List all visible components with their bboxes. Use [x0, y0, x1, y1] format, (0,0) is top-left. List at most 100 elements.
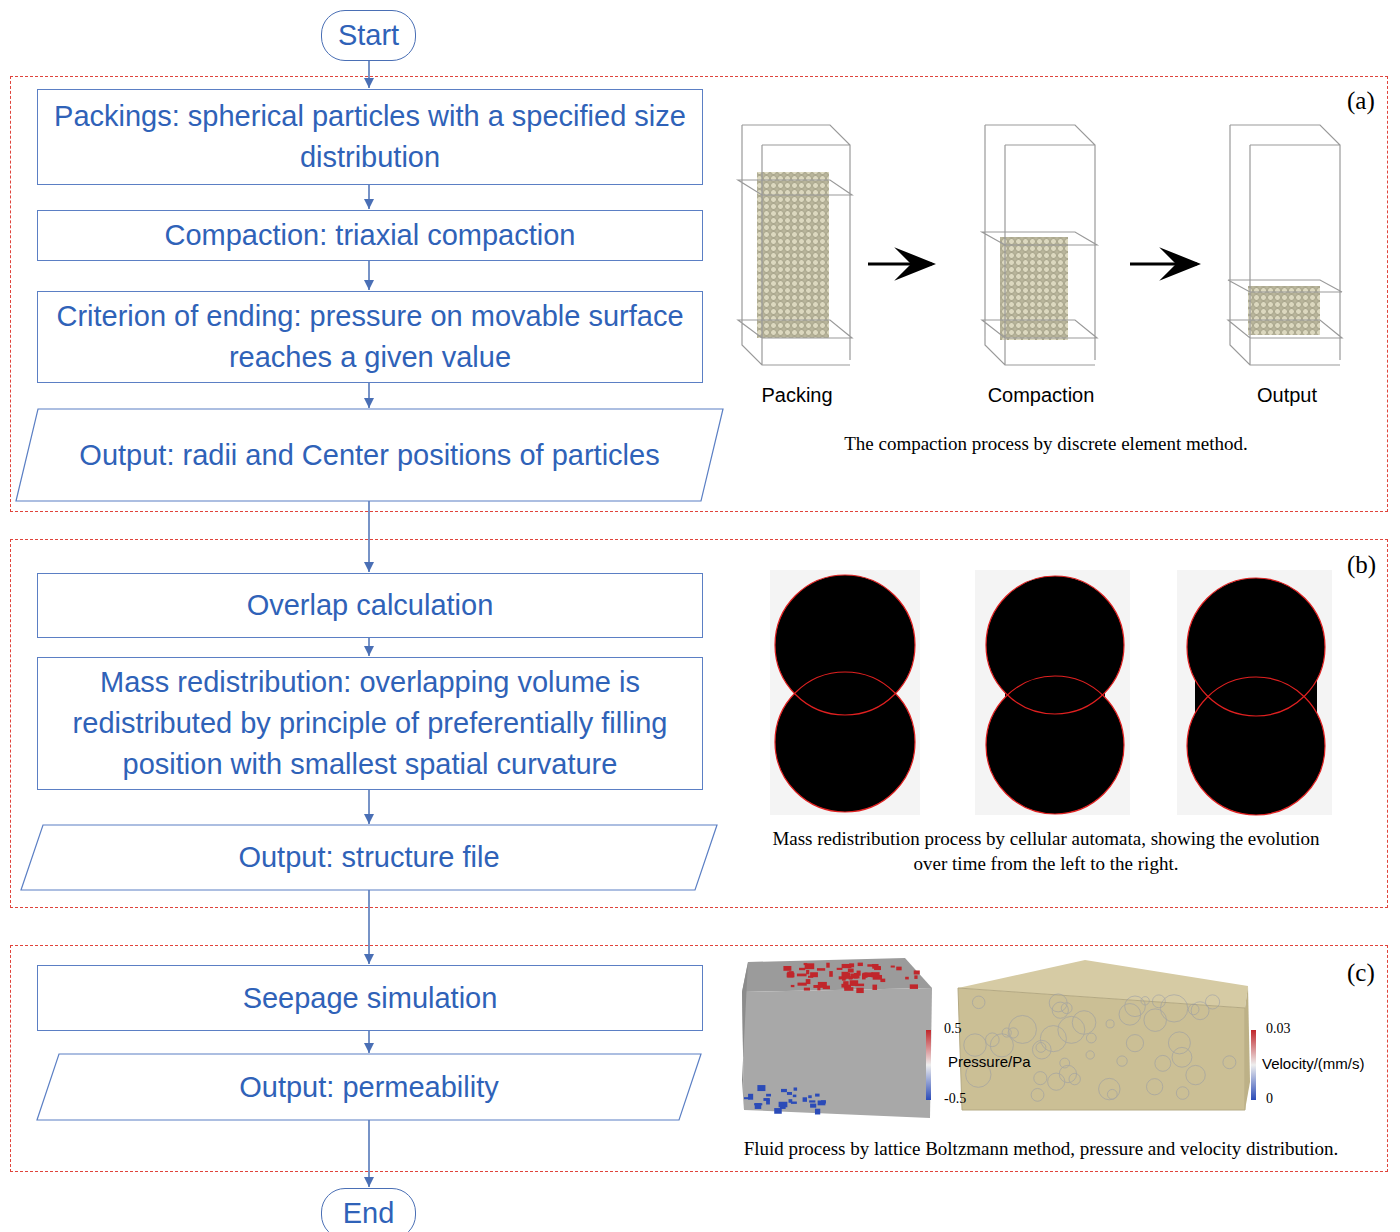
panel-tag: (c) [1347, 959, 1375, 987]
figure-stroke [964, 994, 1236, 1101]
figure-stroke [1031, 1088, 1044, 1101]
process-box: Mass redistribution: overlapping volume … [37, 657, 703, 790]
figure-stroke [829, 971, 833, 977]
parallelogram-shape [37, 1054, 701, 1120]
figure-stroke [858, 963, 863, 966]
box-text: Output: structure file [198, 837, 539, 878]
stage-label: Packing [761, 384, 832, 407]
figure-stroke [896, 967, 901, 971]
figure-stroke [826, 963, 829, 968]
figure-stroke [843, 981, 848, 987]
figure-stroke [1187, 677, 1325, 815]
figure-stroke [815, 1094, 819, 1097]
flow-arrow [368, 890, 370, 964]
figure-stroke [958, 988, 1245, 1110]
figure-stroke [1099, 1078, 1120, 1099]
figure-stroke [821, 1100, 826, 1103]
box-text: Output: radii and Center positions of pa… [39, 435, 699, 476]
figure-stroke [1176, 1087, 1189, 1100]
figure-stroke [872, 985, 877, 990]
figure-stroke [1228, 125, 1342, 365]
figure-stroke [1187, 578, 1325, 716]
figure-stroke [763, 1098, 769, 1101]
figure-caption: Fluid process by lattice Boltzmann metho… [691, 1136, 1391, 1161]
figure-stroke [986, 676, 1124, 814]
figure-stroke [797, 974, 807, 977]
figure-stroke [850, 980, 859, 986]
figure-stroke [1106, 1020, 1114, 1028]
figure-stroke [787, 1092, 792, 1095]
parallelogram-shape [16, 409, 723, 501]
process-box: Packings: spherical particles with a spe… [37, 89, 703, 185]
figure-stroke [972, 996, 985, 1009]
figure-caption: Mass redistribution process by cellular … [771, 826, 1321, 876]
figure-stroke [1188, 1004, 1199, 1015]
figure-stroke [781, 1089, 787, 1092]
figure-stroke [806, 979, 811, 984]
figure-stroke [868, 263, 932, 266]
figure-stroke [804, 963, 808, 965]
figure-stroke [1060, 1058, 1070, 1068]
pressure-figure [742, 958, 932, 1118]
figure-stroke [775, 672, 915, 812]
figure-stroke [856, 988, 863, 993]
figure-stroke [810, 1104, 816, 1108]
panel-tag: (b) [1347, 551, 1376, 579]
figure-stroke [742, 962, 748, 1110]
flow-arrow [368, 1031, 370, 1053]
figure-stroke [1248, 286, 1320, 335]
flow-arrow [368, 638, 370, 656]
process-arrow [868, 263, 1197, 266]
figure-stroke [871, 972, 879, 977]
packing-figure [738, 125, 852, 365]
figure-stroke [791, 1102, 797, 1104]
colorbar-label: 0.03 [1266, 1021, 1291, 1037]
figure-stroke [862, 973, 866, 979]
figure-stroke [914, 970, 920, 974]
figure-stroke [837, 968, 843, 970]
figure-stroke [775, 575, 915, 715]
figure-stroke [1119, 1004, 1141, 1026]
flow-arrow [368, 61, 370, 88]
stage-region: (b) Mass redistribution process by cellul… [10, 539, 1388, 908]
figure-stroke [905, 977, 909, 980]
figure-stroke [809, 1100, 815, 1102]
figure-stroke [817, 968, 825, 971]
figure-stroke [975, 570, 1130, 815]
terminal-oval: Start [321, 10, 416, 61]
figure-stroke [1040, 1026, 1066, 1052]
figure-stroke [1152, 995, 1165, 1008]
figure-stroke [787, 972, 793, 978]
flow-arrow [368, 261, 370, 290]
figure-stroke [815, 1109, 820, 1115]
figure-stroke [986, 576, 1124, 714]
box-text: End [333, 1193, 405, 1232]
figure-stroke [775, 672, 915, 812]
figure-stroke [1086, 1051, 1094, 1059]
figure-stroke [1141, 997, 1149, 1005]
figure-stroke [1205, 995, 1219, 1009]
figure-stroke [1036, 1042, 1046, 1052]
flow-arrow [368, 1120, 370, 1187]
flow-arrow [368, 185, 370, 209]
colorbar-label: -0.5 [944, 1091, 966, 1107]
figure-stroke [1144, 1009, 1167, 1032]
figure-stroke [1032, 1040, 1051, 1059]
figure-stroke [794, 1087, 798, 1090]
figure-stroke [910, 984, 918, 989]
figure-stroke [986, 676, 1124, 814]
figure-stroke [757, 172, 829, 338]
stage-region: (c) Fluid process by lattice Boltzmann me… [10, 945, 1388, 1172]
figure-stroke [1187, 578, 1325, 716]
terminal-oval: End [321, 1188, 416, 1232]
figure-stroke [1005, 692, 1105, 699]
figure-stroke [1059, 1065, 1076, 1082]
box-text: Seepage simulation [233, 978, 508, 1019]
box-text: Output: permeability [199, 1067, 539, 1108]
flow-arrow [368, 790, 370, 824]
figure-stroke [798, 983, 807, 986]
figure-stroke [1245, 986, 1250, 1110]
figure-stroke [914, 975, 917, 979]
parallelogram-shape [21, 825, 717, 890]
figure-stroke [1172, 1047, 1192, 1067]
